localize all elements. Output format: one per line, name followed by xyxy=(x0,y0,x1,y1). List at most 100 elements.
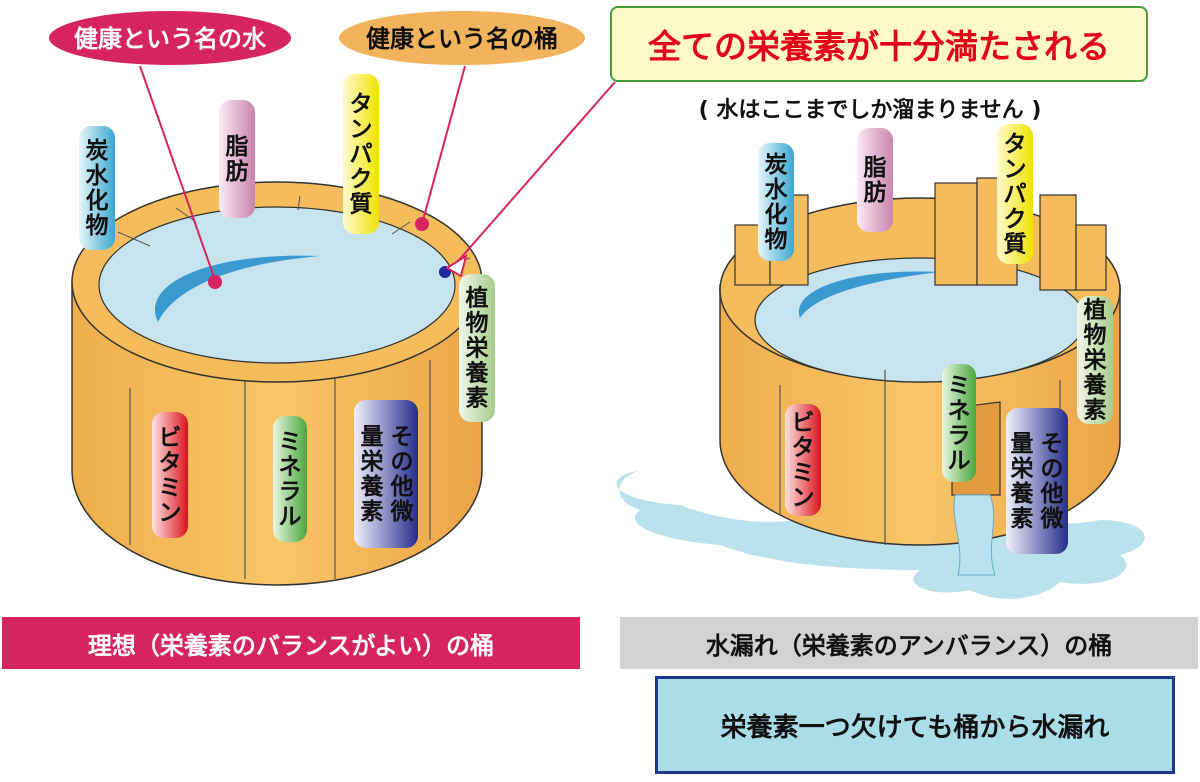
stave-char: ラ xyxy=(279,479,302,505)
right-stave-fat: 脂肪 xyxy=(857,128,893,232)
stave-tag xyxy=(758,143,794,261)
stave-char: タ xyxy=(792,435,815,461)
right-water-highlight xyxy=(798,271,940,318)
stave-char: 肪 xyxy=(226,158,249,185)
stave-char: 微 xyxy=(390,498,414,525)
stave-char: ラ xyxy=(948,423,971,449)
stave-char: 素 xyxy=(361,498,384,525)
left-water-dot xyxy=(208,275,222,289)
stave-char: 化 xyxy=(86,187,109,214)
stave-char: ン xyxy=(792,485,815,511)
stave-char: の xyxy=(391,449,414,475)
stave-tag xyxy=(273,416,307,542)
stave-char: ル xyxy=(948,448,971,474)
stave-char: 水 xyxy=(765,177,789,203)
stave-char: ビ xyxy=(792,410,815,436)
left-stave-fat: 脂肪 xyxy=(219,100,255,218)
left-water-highlight xyxy=(155,255,320,322)
stave-char: そ xyxy=(1041,431,1064,457)
stave-char: 養 xyxy=(1010,480,1035,507)
stave-tag xyxy=(219,100,255,218)
headline-callout: 全ての栄養素が十分満たされる xyxy=(610,6,1148,82)
stave-char: ン xyxy=(159,500,182,526)
stave-char: タ xyxy=(350,92,373,118)
headline-pointer xyxy=(445,81,616,278)
stave-char: 他 xyxy=(1040,481,1064,507)
stave-tag xyxy=(997,124,1033,264)
stave-char: 質 xyxy=(350,192,373,218)
leak-note-text: 栄養素一つ欠けても桶から水漏れ xyxy=(720,712,1110,743)
stave-char: 質 xyxy=(1004,232,1027,258)
stave-tag xyxy=(343,74,379,234)
stave-tag xyxy=(1077,296,1113,424)
stave-char: 他 xyxy=(390,474,414,500)
stave-char: 量 xyxy=(361,424,384,450)
stave-char: ネ xyxy=(948,398,971,424)
water-label-text: 健康という名の水 xyxy=(74,25,267,53)
stave-char: 栄 xyxy=(360,449,385,475)
stave-char: 微 xyxy=(1040,505,1064,532)
left-bucket-water xyxy=(98,206,456,364)
stave-char: パ xyxy=(1004,182,1027,208)
stave-char: 物 xyxy=(765,226,788,253)
stave-char: タ xyxy=(1004,132,1027,158)
stave-char: 炭 xyxy=(86,138,109,164)
stave-char: 素 xyxy=(1011,505,1034,532)
stave-char: 素 xyxy=(466,385,489,412)
stave-tag xyxy=(1006,408,1068,554)
stave-char: ミ xyxy=(159,475,182,501)
stave-tag xyxy=(354,400,418,548)
stave-tag xyxy=(785,404,821,516)
bucket-label-callout: 健康という名の桶 xyxy=(337,9,587,225)
stave-char: 養 xyxy=(1083,372,1108,399)
stave-tag xyxy=(857,128,893,232)
stave-char: 肪 xyxy=(864,179,887,206)
stave-char: 物 xyxy=(86,212,109,239)
bucket-label-text: 健康という名の桶 xyxy=(366,25,558,53)
stave-char: の xyxy=(1041,456,1064,482)
stave-char: ネ xyxy=(279,454,302,480)
stave-char: 養 xyxy=(360,473,385,500)
stave-char: 脂 xyxy=(226,134,249,160)
stave-char: ン xyxy=(1004,157,1027,183)
water-label-callout: 健康という名の水 xyxy=(47,9,293,281)
stave-char: ミ xyxy=(279,429,302,455)
left-bucket-seams xyxy=(129,360,431,579)
stave-char: 植 xyxy=(466,285,489,312)
stave-char: ビ xyxy=(159,425,182,451)
stave-char: 量 xyxy=(1011,431,1034,457)
stave-char: 栄 xyxy=(465,336,490,362)
stave-char: 植 xyxy=(1084,297,1107,324)
stave-char: 素 xyxy=(1084,397,1107,424)
stave-char: ミ xyxy=(792,460,815,486)
stave-char: パ xyxy=(350,142,373,168)
stave-tag xyxy=(942,364,976,482)
headline-text: 全ての栄養素が十分満たされる xyxy=(648,27,1110,66)
stave-tag xyxy=(459,274,495,422)
stave-char: 物 xyxy=(1084,322,1107,349)
stave-tag xyxy=(79,126,115,250)
stave-char: 化 xyxy=(765,201,788,228)
stave-char: 養 xyxy=(465,360,490,387)
stave-char: 栄 xyxy=(1010,456,1035,482)
stave-char: 炭 xyxy=(765,152,788,178)
stave-char: 脂 xyxy=(864,155,887,181)
stave-char: 栄 xyxy=(1083,348,1108,374)
stave-char: 水 xyxy=(86,163,110,189)
stave-char: 物 xyxy=(466,310,489,337)
stave-char: そ xyxy=(391,424,414,450)
leak-note-box: 栄養素一つ欠けても桶から水漏れ xyxy=(655,676,1175,774)
ideal-bucket-caption-text: 理想（栄養素のバランスがよい）の桶 xyxy=(87,631,495,660)
stave-char: タ xyxy=(159,450,182,476)
stave-char: ク xyxy=(1004,207,1027,233)
